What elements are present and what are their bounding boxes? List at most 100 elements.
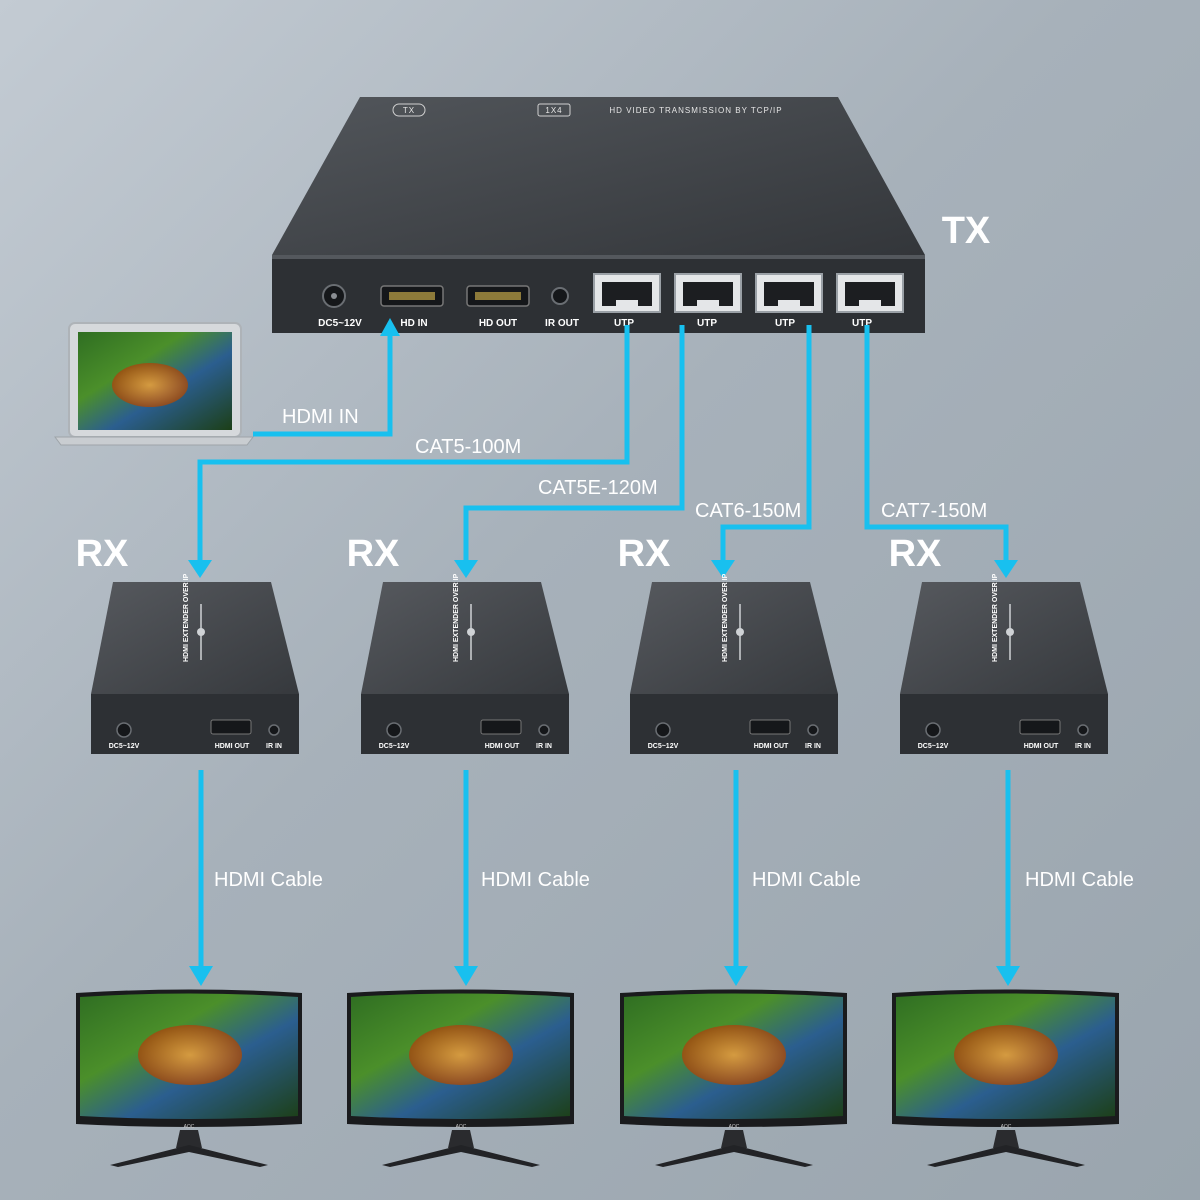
- hdmi-out-port-icon: [1019, 719, 1061, 735]
- arrow-down-icon: [188, 560, 212, 578]
- dc-jack-icon: [116, 722, 132, 738]
- ir-in-jack-icon: [1077, 724, 1089, 736]
- svg-text:IR IN: IR IN: [1075, 743, 1091, 750]
- hdmi-out-port-icon: [480, 719, 522, 735]
- hdmi-cable-label-2: HDMI Cable: [481, 869, 590, 891]
- utp-port-2-icon: [674, 273, 742, 313]
- tx-top-badge-text: 1X4: [545, 106, 562, 115]
- arrow-down-icon: [996, 966, 1020, 986]
- cable-cat6: [720, 325, 812, 560]
- utp-port-3-icon: [755, 273, 823, 313]
- ir-in-jack-icon: [538, 724, 550, 736]
- dc-jack-icon: [386, 722, 402, 738]
- hdmi-out-port-icon: [749, 719, 791, 735]
- ir-in-jack-icon: [807, 724, 819, 736]
- laptop-base: [54, 436, 254, 446]
- tx-utp-label-3: UTP: [775, 318, 795, 329]
- tx-top-face: [272, 97, 925, 255]
- dc-jack-icon: [655, 722, 671, 738]
- hdmi-cable-label-3: HDMI Cable: [752, 869, 861, 891]
- cable-label-cat6: CAT6-150M: [695, 500, 801, 522]
- svg-text:AOC: AOC: [729, 1124, 740, 1130]
- cable-cat5: [197, 325, 630, 560]
- svg-text:IR IN: IR IN: [536, 743, 552, 750]
- svg-text:DC5~12V: DC5~12V: [648, 743, 679, 750]
- monitor-1: AOC: [76, 989, 302, 1167]
- arrow-down-icon: [454, 560, 478, 578]
- utp-port-4-icon: [836, 273, 904, 313]
- rx-label-2: RX: [347, 533, 400, 575]
- rx-receiver-4: HDMI EXTENDER OVER IP DC5~12V HDMI OUT I…: [900, 573, 1108, 754]
- tx-top-text: HD VIDEO TRANSMISSION BY TCP/IP: [609, 106, 782, 115]
- svg-text:DC5~12V: DC5~12V: [918, 743, 949, 750]
- rx-top-face: [361, 582, 569, 694]
- bird-icon: [682, 1025, 786, 1085]
- hdmi-out-port-icon: [210, 719, 252, 735]
- svg-text:HDMI OUT: HDMI OUT: [1024, 743, 1059, 750]
- monitor-neck: [176, 1130, 202, 1148]
- tx-top-badge: [537, 103, 571, 117]
- tx-hd-in-label: HD IN: [400, 318, 427, 329]
- rx-top-text: HDMI EXTENDER OVER IP: [722, 573, 729, 662]
- tx-ir-out-label: IR OUT: [545, 318, 579, 329]
- cable-label-cat7: CAT7-150M: [881, 500, 987, 522]
- arrow-up-icon: [380, 318, 400, 336]
- tx-utp-label-1: UTP: [614, 318, 634, 329]
- svg-text:IR IN: IR IN: [805, 743, 821, 750]
- rx-receiver-1: HDMI EXTENDER OVER IP DC5~12V HDMI OUT I…: [91, 573, 299, 754]
- cable-paths: [197, 325, 1009, 560]
- rx-top-text: HDMI EXTENDER OVER IP: [183, 573, 190, 662]
- rx-top-face: [630, 582, 838, 694]
- laptop-source: [54, 322, 254, 446]
- cable-cat5e: [463, 325, 685, 560]
- monitor-stand: [382, 1145, 540, 1167]
- monitor-stand: [927, 1145, 1085, 1167]
- bird-icon: [409, 1025, 513, 1085]
- ir-out-jack-icon: [551, 287, 569, 305]
- svg-text:AOC: AOC: [456, 1124, 467, 1130]
- tx-top-badge-small-text: TX: [403, 106, 415, 115]
- svg-text:HDMI OUT: HDMI OUT: [485, 743, 520, 750]
- rx-top-face: [900, 582, 1108, 694]
- bird-icon: [138, 1025, 242, 1085]
- monitor-4: AOC: [892, 989, 1119, 1167]
- monitor-3: AOC: [620, 989, 847, 1167]
- rx-top-face: [91, 582, 299, 694]
- rx-receiver-3: HDMI EXTENDER OVER IP DC5~12V HDMI OUT I…: [630, 573, 838, 754]
- svg-text:DC5~12V: DC5~12V: [109, 743, 140, 750]
- rx-label-4: RX: [889, 533, 942, 575]
- bird-icon: [954, 1025, 1058, 1085]
- tx-transmitter: TX 1X4 HD VIDEO TRANSMISSION BY TCP/IP D…: [272, 97, 925, 333]
- arrow-down-icon: [189, 966, 213, 986]
- rx-label-3: RX: [618, 533, 671, 575]
- ir-in-jack-icon: [268, 724, 280, 736]
- tx-dc-label: DC5~12V: [318, 318, 362, 329]
- monitor-neck: [448, 1130, 474, 1148]
- hdmi-cable-label-1: HDMI Cable: [214, 869, 323, 891]
- utp-port-1-icon: [593, 273, 661, 313]
- cable-cat7: [864, 325, 1009, 560]
- dc-jack-icon: [925, 722, 941, 738]
- tx-utp-label-4: UTP: [852, 318, 872, 329]
- cable-label-cat5: CAT5-100M: [415, 436, 521, 458]
- arrow-down-icon: [724, 966, 748, 986]
- monitor-stand: [655, 1145, 813, 1167]
- hdmi-in-cable: [253, 330, 393, 437]
- rx-top-text: HDMI EXTENDER OVER IP: [453, 573, 460, 662]
- svg-text:AOC: AOC: [184, 1124, 195, 1130]
- cable-label-cat5e: CAT5E-120M: [538, 477, 658, 499]
- arrow-down-icon: [454, 966, 478, 986]
- hdmi-arrowheads: [189, 966, 1020, 986]
- hdmi-cable-label-4: HDMI Cable: [1025, 869, 1134, 891]
- tx-label: TX: [942, 210, 991, 252]
- tx-utp-label-2: UTP: [697, 318, 717, 329]
- monitor-neck: [993, 1130, 1019, 1148]
- svg-text:HDMI OUT: HDMI OUT: [215, 743, 250, 750]
- tx-hd-out-label: HD OUT: [479, 318, 517, 329]
- monitor-2: AOC: [347, 989, 574, 1167]
- bird-icon: [112, 363, 188, 407]
- rx-receiver-2: HDMI EXTENDER OVER IP DC5~12V HDMI OUT I…: [361, 573, 569, 754]
- arrow-down-icon: [994, 560, 1018, 578]
- svg-text:HDMI OUT: HDMI OUT: [754, 743, 789, 750]
